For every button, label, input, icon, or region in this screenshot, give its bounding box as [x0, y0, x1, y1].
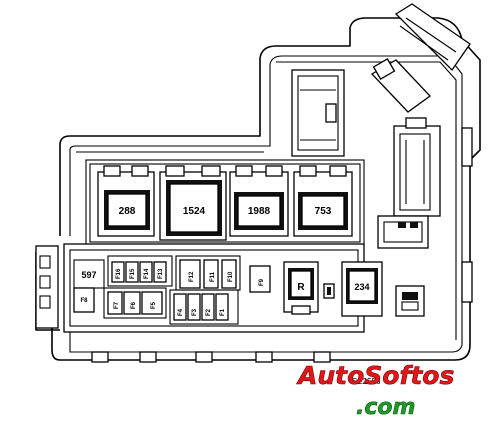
fuse-f11-label: F11 [210, 271, 216, 282]
relay-234-housing [341, 261, 383, 317]
fuse-f10-label: F10 [228, 271, 234, 282]
fuse-f1-label: F1 [220, 308, 226, 316]
fuse-f6-label: F6 [131, 301, 137, 309]
fuse-f4-label: F4 [178, 308, 184, 316]
small-connector-right [377, 215, 429, 249]
left-connector-pin [39, 255, 51, 269]
fuse-f13-label: F13 [158, 268, 164, 279]
relay-753-housing [293, 165, 353, 237]
housing-inner-outline [69, 55, 463, 353]
fuse-f3-slot [187, 293, 201, 321]
relay-288-label: 288 [119, 206, 136, 217]
left-connector-pin [39, 275, 51, 289]
small-fuse-element [327, 287, 331, 295]
left-side-connector [35, 245, 59, 329]
fuse-f8-slot [73, 287, 95, 313]
upper-connector-block [291, 69, 345, 157]
relay-597-label: 597 [81, 270, 96, 280]
relay-r-label: R [297, 282, 305, 293]
fuse-f8-label: F8 [80, 298, 88, 304]
fuse-f12-slot [179, 259, 201, 289]
relay-1988-label: 1988 [248, 206, 271, 217]
cable-clip [370, 3, 471, 113]
watermark-line1: AutoSoftos [296, 361, 454, 390]
right-tab [461, 261, 473, 303]
relay-288-housing [97, 165, 155, 237]
fuse-f2-slot [201, 293, 215, 321]
housing-inner-rim [76, 61, 457, 340]
fuse-f9-slot [249, 265, 271, 293]
fuse-f14-label: F14 [144, 268, 150, 279]
fuse-f9-label: F9 [259, 278, 265, 286]
fuse-f5-label: F5 [151, 301, 157, 309]
fuse-f7-slot [107, 291, 123, 315]
fuse-f13-slot [153, 261, 167, 283]
housing-outline [35, 17, 481, 361]
fuse-f12-label: F12 [189, 271, 195, 282]
fuse-f6-slot [123, 291, 141, 315]
right-vertical-connector [393, 117, 441, 217]
relay-1988-housing [229, 165, 289, 237]
right-tab [461, 127, 473, 167]
fuse-f5-slot [141, 291, 163, 315]
fuse-f14-slot [139, 261, 153, 283]
relay-753-label: 753 [315, 206, 332, 217]
relay-1524-label: 1524 [183, 206, 206, 217]
fuse-f15-slot [125, 261, 139, 283]
relay-tray-inner [89, 163, 361, 243]
fuse-f10-slot [221, 259, 237, 289]
fuse-bank-top-left [107, 255, 173, 287]
figure-code: SE2556 [352, 377, 381, 386]
relay-234-label: 234 [354, 282, 369, 292]
fuse-f4-slot [173, 293, 187, 321]
fuse-f16-slot [111, 261, 125, 283]
left-connector-pin [39, 295, 51, 309]
fuse-f7-f5-block [103, 287, 167, 319]
fuse-f3-label: F3 [192, 308, 198, 316]
fuse-f7-label: F7 [114, 301, 120, 309]
relay-r-housing [283, 261, 319, 315]
fuse-f16-label: F16 [116, 268, 122, 279]
bottom-tabs [91, 351, 331, 363]
fuse-f11-slot [203, 259, 219, 289]
fuse-f15-label: F15 [130, 268, 136, 279]
fuse-bank-bottom [169, 289, 239, 325]
fuse-f2-label: F2 [206, 308, 212, 316]
fuse-f1-slot [215, 293, 229, 321]
small-connector-lower-right [395, 285, 425, 317]
relay-1524-housing [159, 165, 227, 241]
watermark-line2: .com [356, 395, 415, 420]
